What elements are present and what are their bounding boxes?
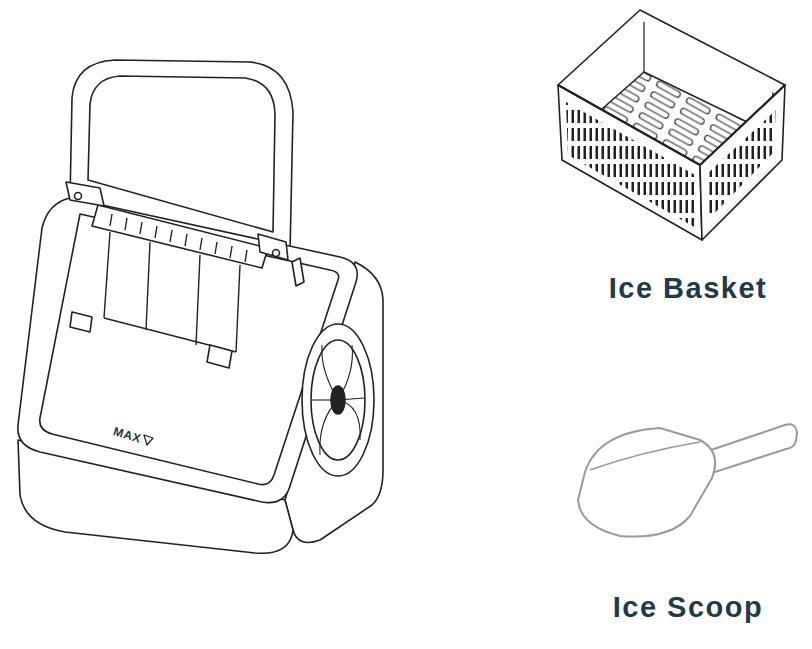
scoop-bowl bbox=[578, 428, 715, 537]
scoop-handle bbox=[705, 424, 797, 473]
part-label: Ice Scoop bbox=[613, 592, 764, 624]
scoop-edge bbox=[590, 442, 700, 470]
basket-face bbox=[558, 85, 702, 240]
ice-scoop bbox=[578, 424, 797, 536]
ledge bbox=[207, 345, 232, 368]
ice-basket bbox=[558, 10, 785, 240]
basket-face bbox=[700, 85, 785, 240]
fan-grille bbox=[302, 324, 374, 476]
basket-rim bbox=[558, 85, 785, 165]
tray-slots bbox=[110, 214, 247, 262]
opening bbox=[40, 214, 339, 485]
fan-hub bbox=[331, 386, 345, 414]
hinge bbox=[258, 234, 288, 260]
tray bbox=[92, 205, 268, 268]
ledge bbox=[70, 312, 92, 332]
fan-ring bbox=[311, 340, 365, 460]
fan-blades bbox=[312, 345, 364, 455]
hinge bbox=[66, 182, 104, 206]
dividers bbox=[104, 232, 240, 352]
handle bbox=[292, 258, 304, 286]
hinge-pin bbox=[273, 250, 280, 257]
top-rim bbox=[18, 198, 357, 503]
ice-maker bbox=[18, 60, 383, 553]
vents bbox=[566, 102, 696, 228]
part-label: Ice Basket bbox=[609, 273, 768, 305]
level-triangle bbox=[144, 435, 153, 445]
hinge-pin bbox=[75, 193, 82, 200]
